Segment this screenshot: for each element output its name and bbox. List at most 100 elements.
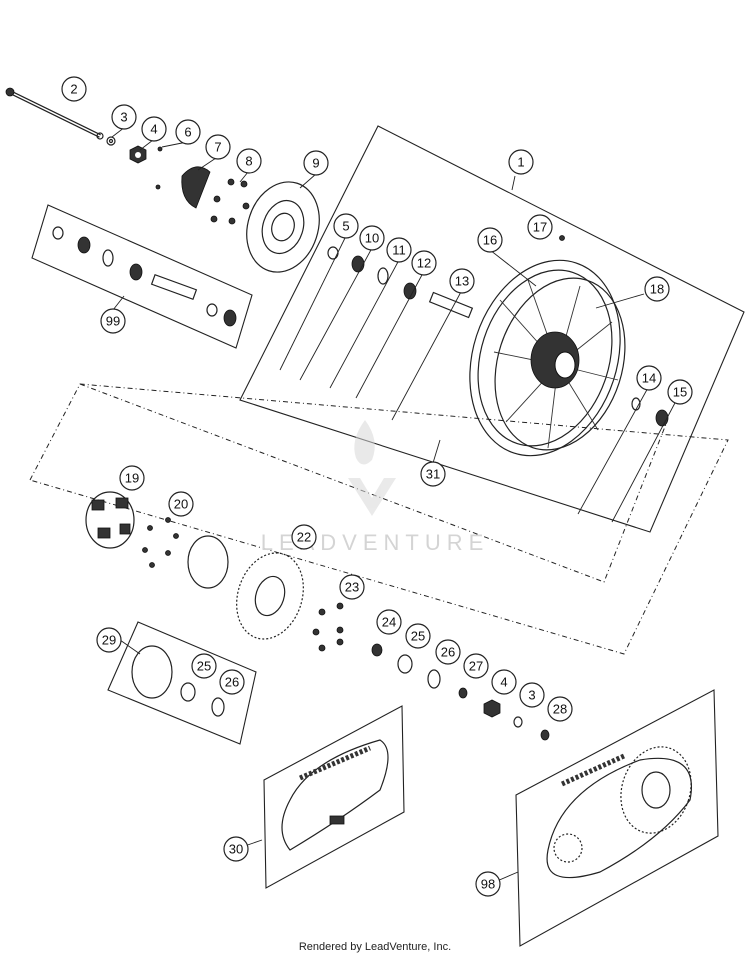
svg-text:26: 26 [441,645,455,660]
svg-text:3: 3 [528,688,535,703]
sprocket-carrier[interactable] [187,535,229,589]
callout-1[interactable]: 1 [508,149,534,175]
svg-text:3: 3 [120,110,127,125]
svg-text:24: 24 [382,615,396,630]
svg-text:18: 18 [650,282,664,297]
rear-sprocket-22[interactable] [226,544,314,647]
callout-6[interactable]: 6 [175,119,201,145]
kit-frame-30-chain [263,705,405,889]
svg-text:26: 26 [225,675,239,690]
svg-text:19: 19 [125,471,139,486]
kit-frame-98-chain-kit [515,689,719,947]
callout-23[interactable]: 23 [339,574,365,600]
callout-24[interactable]: 24 [376,609,402,635]
callout-7[interactable]: 7 [205,134,231,160]
callout-29[interactable]: 29 [96,627,122,653]
sensor-ring-7[interactable] [155,166,211,209]
svg-text:27: 27 [469,659,483,674]
bolts-20[interactable] [142,517,179,568]
kit-29-parts[interactable] [131,645,225,717]
svg-text:99: 99 [106,314,120,329]
nut-4[interactable] [129,145,147,164]
brake-disc-9[interactable] [235,172,330,281]
callout-28[interactable]: 28 [547,696,573,722]
assembly-dashed-inner [79,383,667,583]
kit-99-parts[interactable] [52,226,237,327]
leader-lines [69,95,677,885]
callout-16[interactable]: 16 [477,227,503,253]
watermark-logo [348,420,396,516]
seal-15[interactable] [655,409,669,427]
callout-5[interactable]: 5 [333,213,359,239]
svg-text:98: 98 [481,877,495,892]
svg-text:9: 9 [312,156,319,171]
svg-text:25: 25 [411,629,425,644]
bearings-24-28[interactable] [371,643,550,741]
rear-wheel-rim[interactable] [446,241,647,476]
callout-2[interactable]: 2 [61,76,87,102]
callout-19[interactable]: 19 [119,465,145,491]
callout-4b[interactable]: 4 [491,669,517,695]
svg-text:30: 30 [229,842,243,857]
kit-frame-29 [107,621,257,745]
svg-text:4: 4 [500,675,507,690]
rendered-by-footer: Rendered by LeadVenture, Inc. [298,941,452,953]
svg-text:11: 11 [392,243,406,258]
callout-11[interactable]: 11 [386,237,412,263]
callout-22[interactable]: 22 [291,524,317,550]
svg-text:6: 6 [184,125,191,140]
svg-text:17: 17 [533,220,547,235]
svg-text:13: 13 [455,274,469,289]
callout-14[interactable]: 14 [636,365,662,391]
assembly-dashed-outline [29,383,729,655]
svg-text:7: 7 [214,140,221,155]
callout-26[interactable]: 26 [435,639,461,665]
kit-frame-99 [31,204,253,349]
callout-30[interactable]: 30 [223,836,249,862]
bolts-8[interactable] [210,178,250,225]
svg-text:2: 2 [70,82,77,97]
svg-text:1: 1 [517,155,524,170]
nuts-23[interactable] [312,602,344,652]
callout-15[interactable]: 15 [667,379,693,405]
svg-text:4: 4 [150,122,157,137]
callout-3b[interactable]: 3 [519,682,545,708]
svg-text:29: 29 [102,633,116,648]
callout-10[interactable]: 10 [359,225,385,251]
callout-4[interactable]: 4 [141,116,167,142]
callout-98[interactable]: 98 [475,871,501,897]
callout-27[interactable]: 27 [463,653,489,679]
svg-text:14: 14 [642,371,656,386]
callout-31[interactable]: 31 [420,461,446,487]
chain-30[interactable] [281,739,389,851]
callout-25b[interactable]: 25 [191,653,217,679]
svg-text:25: 25 [197,659,211,674]
svg-text:15: 15 [673,385,687,400]
damper-rubbers-19[interactable] [85,491,135,549]
callout-3[interactable]: 3 [111,104,137,130]
callout-17[interactable]: 17 [527,214,553,240]
callout-8[interactable]: 8 [236,148,262,174]
washer-3[interactable] [106,136,116,146]
kit-frame-1-wheel [239,125,745,533]
callout-25[interactable]: 25 [405,623,431,649]
callout-26b[interactable]: 26 [219,669,245,695]
callout-20[interactable]: 20 [168,491,194,517]
callout-12[interactable]: 12 [411,250,437,276]
axle-part[interactable] [5,87,104,140]
callout-99[interactable]: 99 [100,308,126,334]
svg-text:8: 8 [245,154,252,169]
svg-text:10: 10 [365,231,379,246]
svg-text:23: 23 [345,580,359,595]
callout-18[interactable]: 18 [644,276,670,302]
svg-text:31: 31 [426,467,440,482]
bearing-parts-5-13[interactable] [327,235,565,319]
svg-text:22: 22 [297,530,311,545]
svg-text:20: 20 [174,497,188,512]
svg-text:12: 12 [417,256,431,271]
callout-13[interactable]: 13 [449,268,475,294]
chain-kit-98[interactable] [546,738,702,879]
callout-9[interactable]: 9 [303,150,329,176]
svg-text:16: 16 [483,233,497,248]
pin-6[interactable] [157,146,163,152]
